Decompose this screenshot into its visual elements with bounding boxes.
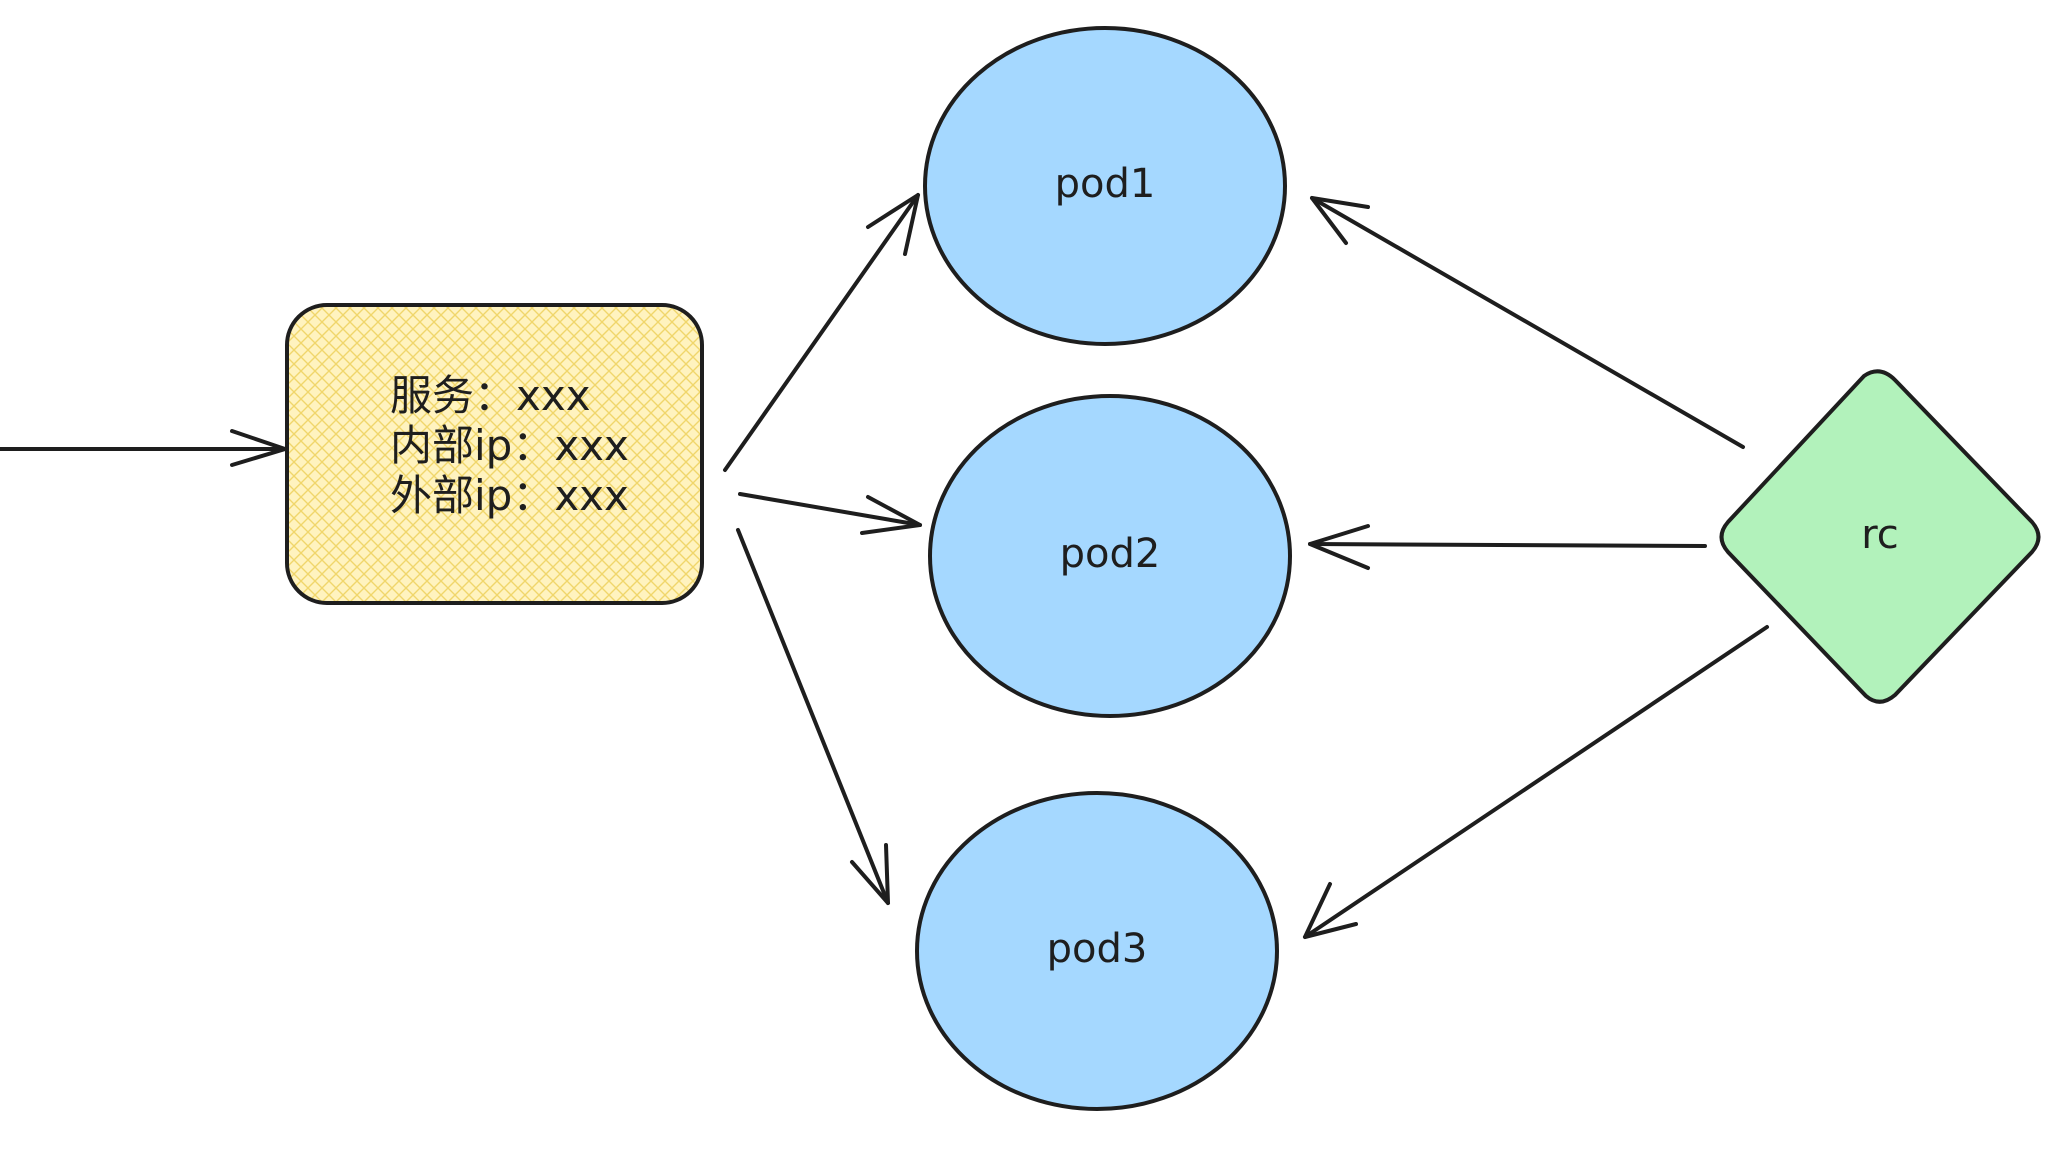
rc-to-pod2-arrow (1308, 524, 1707, 570)
pod2-label: pod2 (1060, 531, 1161, 577)
rc-to-pod1-arrow (1310, 196, 1745, 449)
service-node: 服务：xxx 内部ip：xxx 外部ip：xxx (285, 303, 704, 605)
pod2-circle (928, 394, 1292, 718)
rc-diamond (1719, 369, 2041, 704)
incoming-arrow (0, 429, 292, 467)
pod1-label: pod1 (1055, 161, 1156, 207)
service-to-pod1-arrow (723, 193, 920, 472)
pod1-node: pod1 (923, 26, 1287, 346)
rc-to-pod3-arrow (1303, 625, 1769, 939)
pod1-circle (923, 26, 1287, 346)
pod2-node: pod2 (928, 394, 1292, 718)
service-external-ip-text: 外部ip：xxx (390, 471, 629, 520)
rc-node: rc (1719, 369, 2041, 704)
pod3-node: pod3 (915, 791, 1279, 1111)
service-name-text: 服务：xxx (390, 371, 591, 420)
pod3-circle (915, 791, 1279, 1111)
service-box (285, 303, 704, 605)
service-to-pod3-arrow (736, 528, 890, 905)
rc-label: rc (1861, 512, 1899, 558)
service-internal-ip-text: 内部ip：xxx (390, 421, 629, 470)
pod3-label: pod3 (1047, 926, 1148, 972)
service-to-pod2-arrow (738, 492, 922, 535)
